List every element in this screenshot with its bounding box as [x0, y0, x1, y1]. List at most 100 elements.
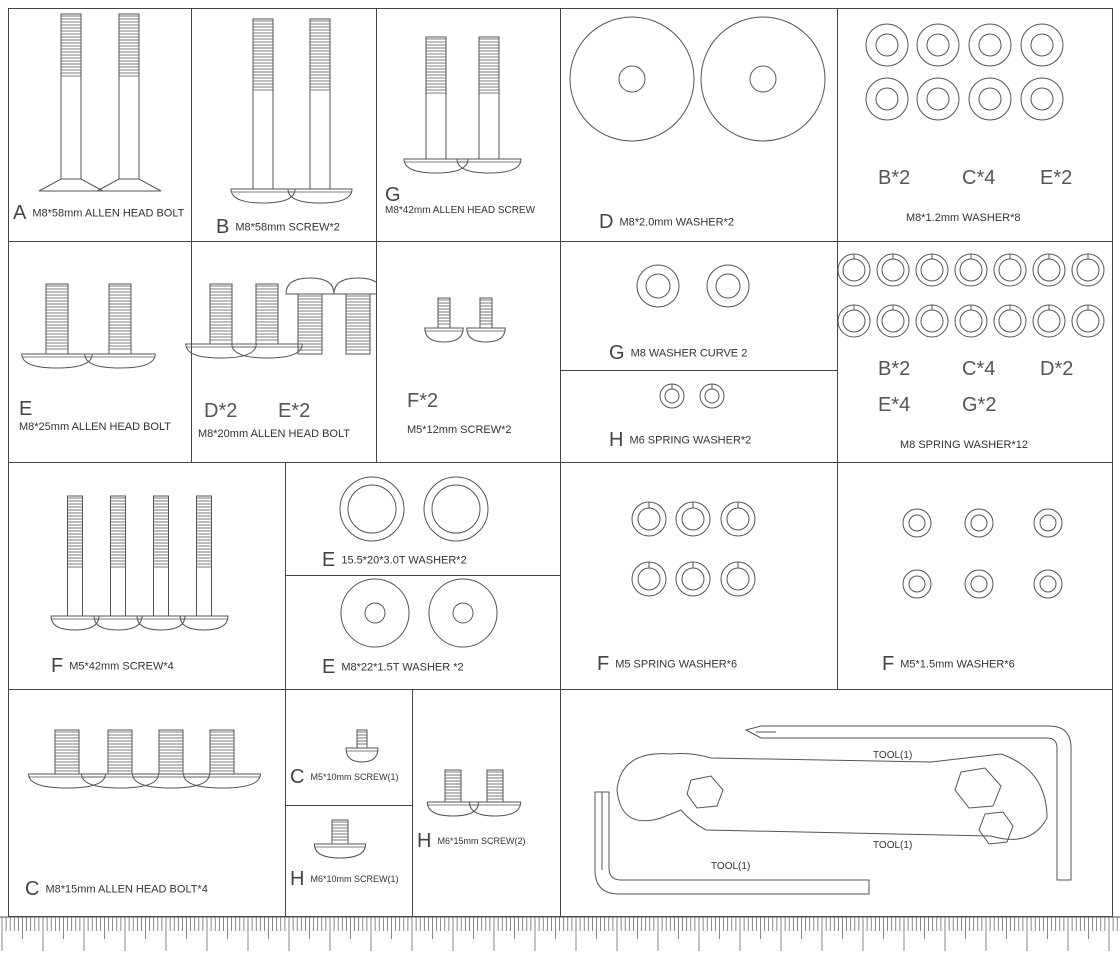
m8x20-cell: D*2 E*2 M8*20mm ALLEN HEAD BOLT [185, 241, 383, 463]
wrench-body [616, 753, 1048, 840]
dome-head [285, 277, 335, 295]
round-head [287, 188, 353, 204]
hex-opening [954, 767, 1002, 809]
part-desc: M8 SPRING WASHER*12 [900, 439, 1028, 451]
part-h-m6x15-label: H M6*15mm SCREW(2) [417, 830, 525, 853]
part-desc: M8*22*1.5T WASHER *2 [341, 661, 464, 674]
bolt-shank [153, 495, 169, 617]
washer-inner [1039, 514, 1057, 532]
part-letter: H [417, 830, 432, 852]
washer-inner [645, 273, 671, 299]
washer-inner [704, 388, 720, 404]
washer-inner [431, 484, 481, 534]
tool-label: TOOL(1) [873, 840, 913, 851]
part-letter: B [216, 216, 230, 238]
bolt-shank [297, 293, 323, 355]
part-desc: M8*25mm ALLEN HEAD BOLT [19, 421, 172, 433]
allen-bolt-e-drawing [21, 283, 156, 369]
bolt-shank [356, 729, 368, 749]
bolt-shank [158, 729, 184, 775]
round-head [21, 353, 93, 369]
dome-head [333, 277, 383, 295]
flat-head [96, 178, 162, 192]
washer-outer [569, 16, 695, 142]
washer-outer [1020, 23, 1064, 67]
part-desc: M8*42mm ALLEN HEAD SCREW [385, 205, 536, 216]
washer-outer [964, 508, 994, 538]
allen-bolt-a-drawing [38, 13, 162, 192]
part-letter: C [25, 878, 40, 900]
part-desc: M8*1.2mm WASHER*8 [906, 212, 1021, 224]
part-desc: M6*15mm SCREW(2) [437, 835, 526, 846]
part-desc: M5*12mm SCREW*2 [407, 424, 512, 436]
round-head [426, 801, 480, 817]
part-letter: C [290, 766, 305, 788]
washer-inner [970, 514, 988, 532]
washer-outer [968, 77, 1012, 121]
washer-inner [959, 258, 983, 282]
washer-outer [902, 569, 932, 599]
washer-outer [1033, 569, 1063, 599]
qty-label: F*2 [407, 390, 439, 412]
washer-inner [881, 309, 905, 333]
bolt-shank [478, 36, 500, 160]
washer-outer [636, 264, 680, 308]
round-head [424, 327, 464, 343]
round-head [28, 773, 106, 789]
washer-inner [908, 514, 926, 532]
part-letter: F [882, 653, 895, 675]
washer-inner [970, 575, 988, 593]
washer-inner [637, 567, 661, 591]
hex-key-short [594, 791, 870, 895]
round-head [136, 615, 186, 631]
washer-inner [1030, 87, 1054, 111]
allen-bolt-m8x20-drawing [185, 277, 383, 359]
part-letter: G [385, 184, 401, 206]
washer-outer [1033, 508, 1063, 538]
part-letter: G [609, 342, 625, 364]
washer-inner [726, 507, 750, 531]
part-letter: A [13, 202, 27, 224]
bolt-shank [67, 495, 83, 617]
screw-f-drawing [50, 495, 229, 631]
qty-label: D*2 [204, 400, 238, 422]
washer-outer [339, 476, 405, 542]
round-head [345, 747, 379, 763]
washer-inner [881, 258, 905, 282]
bolt-shank [54, 729, 80, 775]
m5-spring-washers-drawing [631, 501, 756, 597]
washer-outer [916, 77, 960, 121]
part-desc: M5 SPRING WASHER*6 [615, 658, 738, 671]
bolt-shank [252, 18, 274, 190]
washer-outer [700, 16, 826, 142]
bolt-shank [118, 13, 140, 180]
m5x12-cell: F*2 M5*12mm SCREW*2 [376, 241, 561, 463]
part-desc: M6 SPRING WASHER*2 [629, 434, 752, 447]
screw-b-drawing [230, 18, 353, 204]
washer-inner [681, 507, 705, 531]
washer-inner [618, 65, 646, 93]
large-washer-d-drawing [569, 16, 826, 142]
bolt-shank [60, 13, 82, 180]
washer-outer [916, 23, 960, 67]
washer-inner [998, 258, 1022, 282]
round-head [183, 773, 261, 789]
part-desc: M5*42mm SCREW*4 [69, 660, 174, 673]
washer-inner [1037, 309, 1061, 333]
washer-inner [364, 602, 386, 624]
round-head [231, 343, 303, 359]
allen-screw-g-drawing [403, 36, 522, 174]
allen-bolt-c-drawing [28, 729, 261, 789]
tool-label: TOOL(1) [711, 861, 751, 872]
washer-inner [347, 484, 397, 534]
